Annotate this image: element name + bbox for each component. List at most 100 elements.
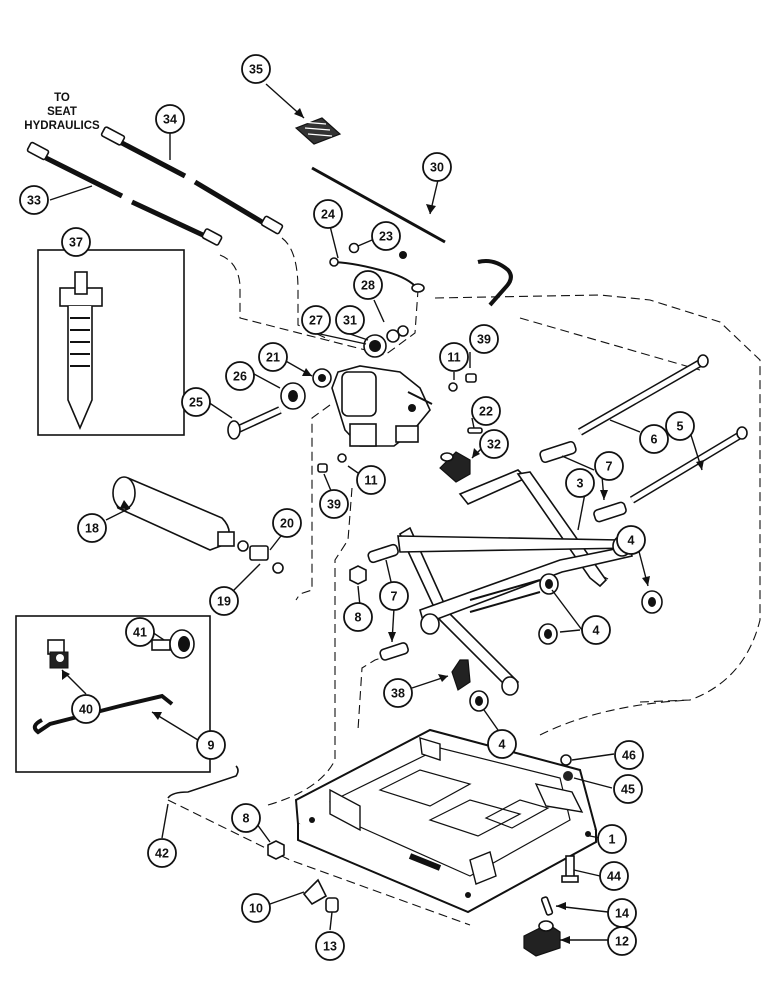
callout-label-22: 22: [479, 405, 493, 419]
callout-label-8a: 8: [355, 611, 362, 625]
callout-11a: [439, 342, 469, 372]
callout-34: [155, 104, 185, 134]
callout-45: [613, 774, 643, 804]
nut-23b: [399, 251, 407, 259]
callout-4c: [487, 729, 517, 759]
callout-numbers: 35 34 33 30 24 23 37 28 27 31 11 39 21 2…: [27, 63, 683, 954]
callout-label-7a: 7: [606, 460, 613, 474]
callout-label-21: 21: [266, 351, 280, 365]
leader-lines: [49, 83, 703, 941]
callout-20: [272, 508, 302, 538]
callout-39b: [319, 489, 349, 519]
callout-label-6: 6: [651, 433, 658, 447]
callout-label-12: 12: [615, 935, 629, 949]
callout-11b: [356, 465, 386, 495]
callout-4b: [581, 615, 611, 645]
callout-30: [422, 152, 452, 182]
callout-label-27: 27: [309, 314, 323, 328]
callout-32: [479, 429, 509, 459]
callout-label-37: 37: [69, 236, 83, 250]
callout-label-1: 1: [609, 833, 616, 847]
accumulator-18: [112, 476, 235, 551]
callout-label-11a: 11: [447, 351, 460, 365]
callout-1: [597, 824, 627, 854]
bracket-12: [523, 920, 561, 957]
bushing-4b: [641, 590, 663, 614]
callout-42: [147, 838, 177, 868]
wire-42: [167, 765, 239, 799]
callout-label-30: 30: [430, 161, 444, 175]
rod-6: [578, 354, 709, 436]
callout-label-39b: 39: [327, 498, 341, 512]
callout-label-40: 40: [79, 703, 93, 717]
callout-label-35: 35: [249, 63, 263, 77]
callout-7b: [379, 581, 409, 611]
callout-balloons: [19, 54, 695, 961]
callout-label-45: 45: [621, 783, 635, 797]
pin-22: [467, 427, 483, 434]
callout-label-38: 38: [391, 687, 405, 701]
nut-23a: [348, 242, 360, 254]
bracket-10: [302, 878, 328, 906]
callout-label-11b: 11: [364, 474, 377, 488]
bracket-32: [439, 451, 471, 483]
callout-label-4c: 4: [499, 738, 506, 752]
callout-label-10: 10: [249, 902, 263, 916]
pin-7b: [593, 501, 627, 523]
callout-label-33: 33: [27, 194, 41, 208]
valve-assembly-21: [312, 365, 433, 447]
callout-33: [19, 185, 49, 215]
nut-8a: [349, 565, 367, 585]
callout-31: [335, 305, 365, 335]
callout-label-32: 32: [487, 438, 501, 452]
bolt-25: [227, 406, 282, 440]
callout-40: [71, 694, 101, 724]
bushing-4a: [539, 573, 559, 595]
callout-26: [225, 361, 255, 391]
callout-38: [383, 678, 413, 708]
callout-10: [241, 893, 271, 923]
callout-label-13: 13: [323, 940, 337, 954]
callout-8b: [231, 803, 261, 833]
pin-7a: [539, 440, 577, 464]
callout-label-23: 23: [379, 230, 393, 244]
pin-7c: [367, 543, 399, 564]
bearing-27: [363, 334, 387, 358]
callout-label-34: 34: [163, 113, 177, 127]
rod-30: [311, 166, 446, 244]
pin-14: [540, 896, 554, 916]
bolt-44: [561, 855, 579, 883]
seat-hydraulics-caption: TO SEAT HYDRAULICS: [24, 92, 100, 132]
caption-line-3: HYDRAULICS: [24, 120, 100, 132]
callout-label-7b: 7: [391, 590, 398, 604]
decal-35: [294, 117, 342, 145]
callout-25: [181, 387, 211, 417]
callout-label-46: 46: [622, 749, 636, 763]
nut-11a: [448, 382, 458, 392]
washer-28: [397, 325, 409, 337]
callout-label-25: 25: [189, 396, 203, 410]
callout-label-18: 18: [85, 522, 99, 536]
fittings-19-20: [237, 540, 284, 574]
callout-label-3: 3: [577, 477, 584, 491]
bent-rod: [477, 259, 513, 307]
washer-45: [563, 771, 573, 781]
callout-12: [607, 926, 637, 956]
callout-44: [599, 861, 629, 891]
callout-6: [639, 424, 669, 454]
rod-5: [629, 426, 748, 504]
callout-label-9: 9: [208, 739, 215, 753]
leader-arrowheads: [62, 108, 704, 944]
link-rod-24: [329, 257, 425, 293]
callout-41: [125, 617, 155, 647]
callout-5: [665, 411, 695, 441]
callout-18: [77, 513, 107, 543]
bumper-38: [451, 659, 471, 691]
callout-label-24: 24: [321, 208, 335, 222]
callout-46: [614, 740, 644, 770]
callout-4a: [616, 525, 646, 555]
callout-13: [315, 931, 345, 961]
callout-label-31: 31: [343, 314, 357, 328]
nut-8b: [267, 840, 285, 860]
callout-label-41: 41: [133, 626, 147, 640]
